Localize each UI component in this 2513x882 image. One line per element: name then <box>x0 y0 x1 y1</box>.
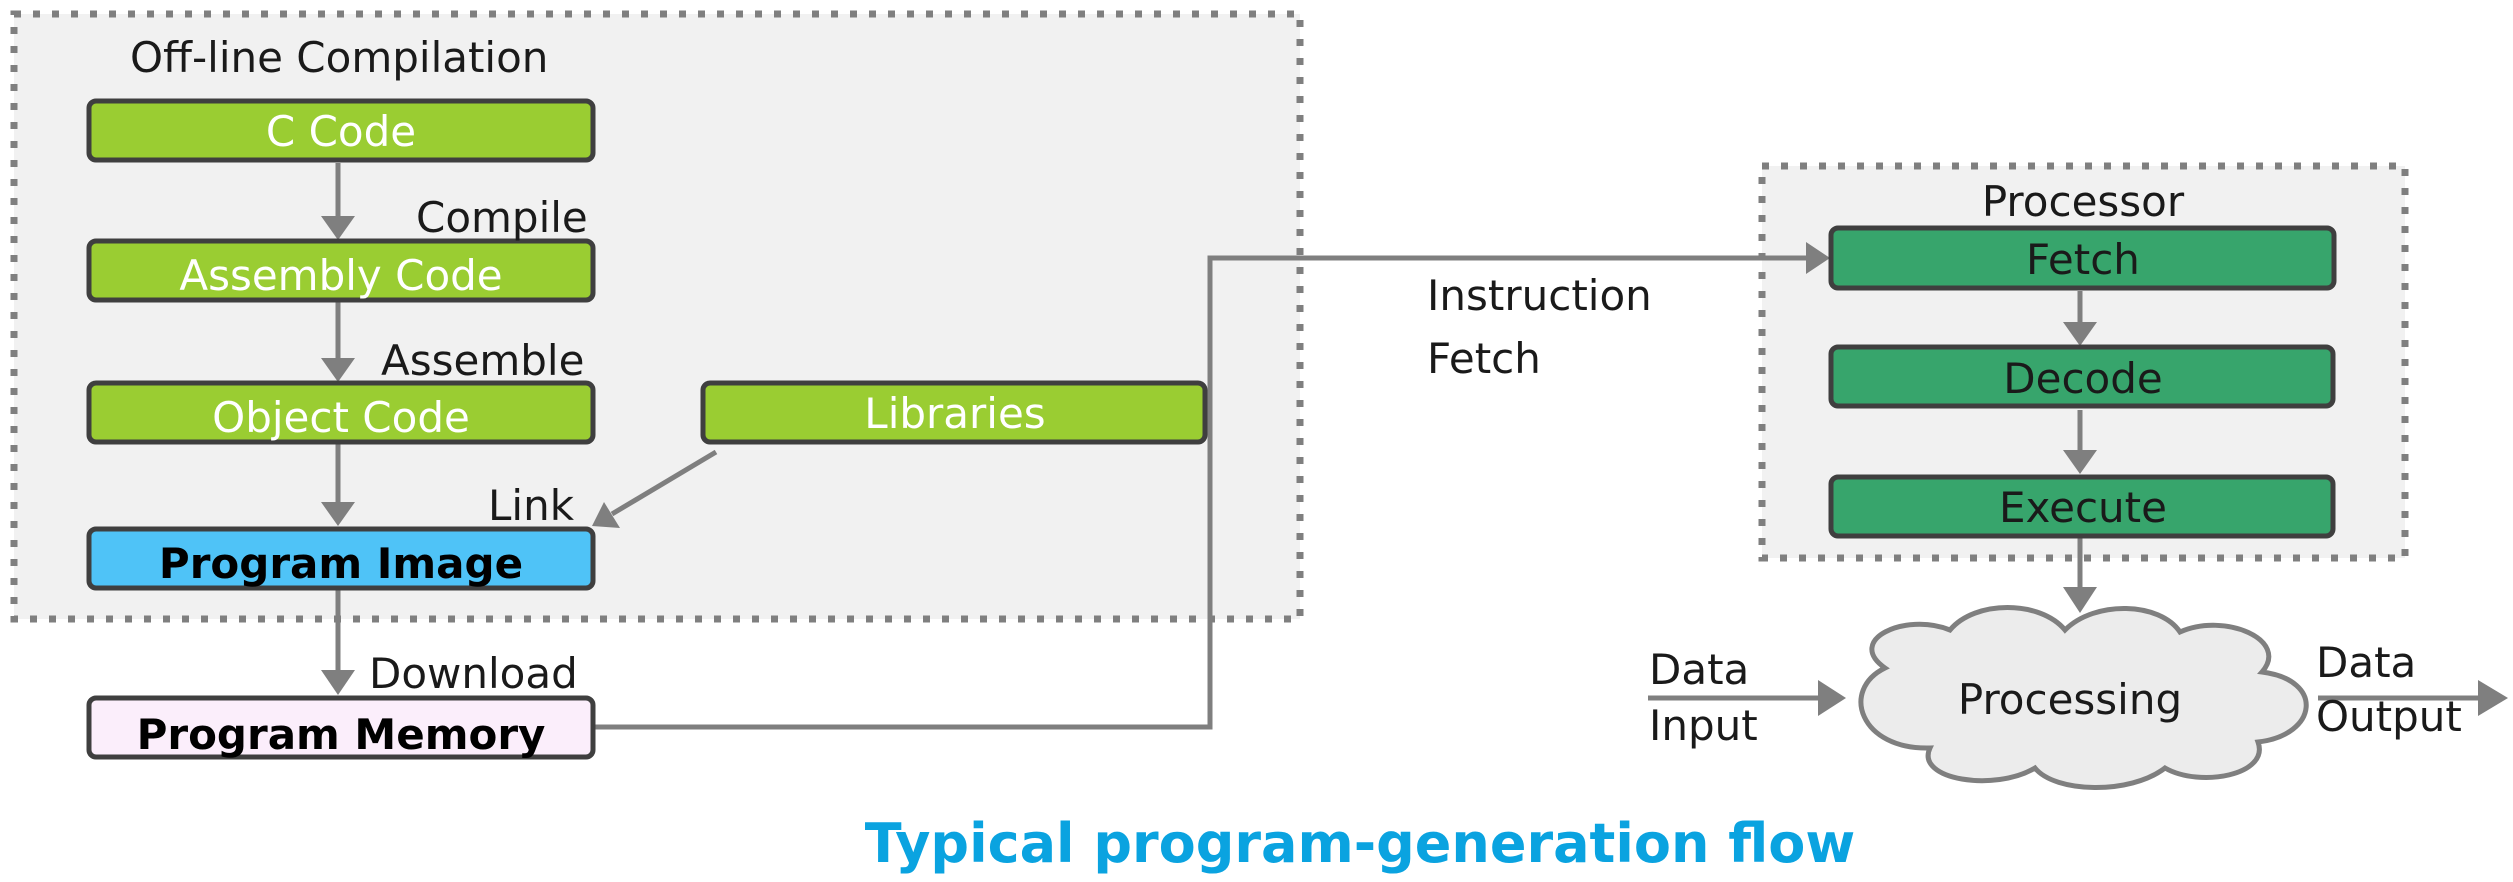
assemble-label: Assemble <box>381 336 584 385</box>
link-arrowhead <box>321 502 355 526</box>
c-code-node <box>86 98 596 163</box>
fetch-node <box>1828 225 2337 291</box>
download-label: Download <box>369 649 578 698</box>
libraries-node <box>700 380 1208 445</box>
processor-label: Processor <box>1982 177 2185 226</box>
libraries-link-arrowhead <box>592 502 620 528</box>
program-image-node <box>86 526 596 591</box>
c-code-label: C Code <box>266 107 416 156</box>
libraries-link-edge <box>610 449 718 517</box>
compile-label: Compile <box>416 193 588 242</box>
decode-node <box>1828 344 2336 409</box>
object-code-label: Object Code <box>212 393 470 442</box>
decode-label: Decode <box>2003 354 2162 403</box>
program-memory-label: Program Memory <box>137 710 546 759</box>
instruction-fetch-arrowhead <box>1806 242 1830 274</box>
assembly-code-label: Assembly Code <box>179 251 502 300</box>
fetch-decode-arrowhead <box>2063 322 2097 346</box>
download-arrowhead <box>321 670 355 695</box>
program-memory-node <box>86 695 596 760</box>
data-output-label-line2: Output <box>2316 692 2462 741</box>
instruction-fetch-edge <box>594 255 1808 730</box>
processing-cloud <box>1858 605 2309 790</box>
link-label: Link <box>488 481 575 530</box>
compile-arrowhead <box>321 216 355 240</box>
object-code-node <box>86 380 596 445</box>
instruction-fetch-label-line2: Fetch <box>1427 334 1541 383</box>
processing-label: Processing <box>1958 675 2182 724</box>
fetch-label: Fetch <box>2026 235 2140 284</box>
offline-compilation-label: Off-line Compilation <box>130 33 548 82</box>
decode-execute-arrowhead <box>2063 450 2097 474</box>
diagram-caption: Typical program-generation flow <box>865 812 1855 875</box>
data-input-label-line2: Input <box>1649 701 1758 750</box>
execute-processing-arrowhead <box>2063 587 2097 613</box>
data-input-label-line1: Data <box>1649 645 1749 694</box>
data-output-label-line1: Data <box>2316 638 2416 687</box>
instruction-fetch-label-line1: Instruction <box>1427 271 1652 320</box>
program-image-label: Program Image <box>159 539 523 588</box>
execute-label: Execute <box>1999 483 2167 532</box>
assembly-code-node <box>86 238 596 303</box>
execute-node <box>1828 474 2336 539</box>
data-input-arrowhead <box>1818 680 1846 716</box>
data-output-arrowhead <box>2478 680 2508 716</box>
assemble-arrowhead <box>321 358 355 382</box>
libraries-label: Libraries <box>864 389 1045 438</box>
